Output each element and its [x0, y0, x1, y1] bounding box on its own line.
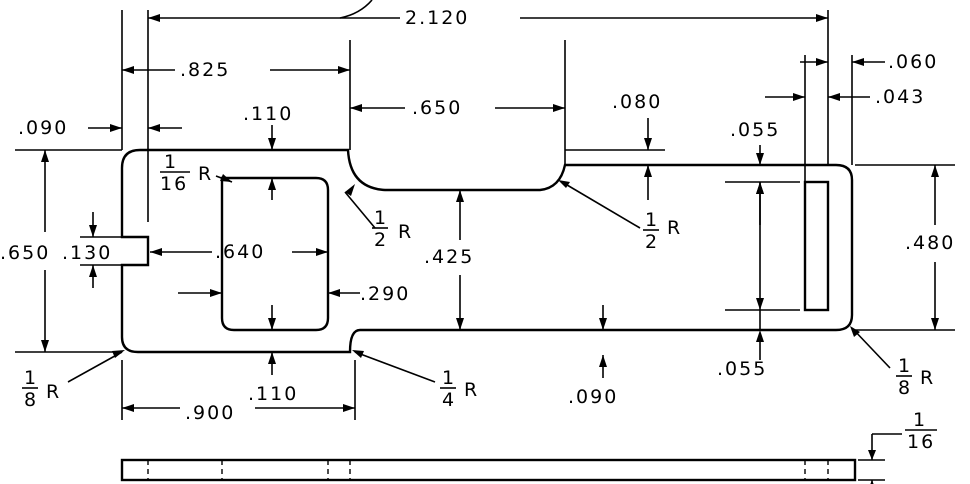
thickness-den: 16 [907, 431, 935, 453]
radius-callouts: 1 16 R 1 2 R 1 2 R 1 8 R 1 4 R [22, 151, 935, 411]
svg-text:R: R [198, 163, 213, 185]
svg-text:8: 8 [24, 389, 38, 411]
dim-bottom-length: .900 [185, 402, 235, 424]
dim-top-web: .110 [243, 103, 293, 125]
part-outline [120, 148, 854, 354]
radius-eighth-left: 1 8 R [22, 367, 61, 411]
dim-right-slot-margin: .055 [730, 119, 780, 141]
svg-text:R: R [464, 379, 479, 401]
radius-sixteenth: 1 16 R [160, 151, 213, 195]
dim-bottom-web: .110 [248, 383, 298, 405]
thickness-num: 1 [913, 409, 927, 431]
dimension-labels: 2.120 .825 .650 .090 .110 .080 .055 .060… [0, 7, 955, 424]
dim-right-edge-offset: .060 [888, 51, 938, 73]
pocket-outline [220, 176, 330, 332]
radius-quarter: 1 4 R [440, 367, 479, 411]
svg-text:R: R [46, 381, 61, 403]
dim-slot-depth: .080 [612, 91, 662, 113]
radius-half-right: 1 2 R [643, 209, 682, 253]
dim-tab-height: .130 [62, 242, 112, 264]
rect-slot [803, 180, 830, 312]
dim-right-height: .480 [905, 232, 955, 254]
svg-text:2: 2 [645, 231, 659, 253]
thickness-callout: 1 16 [905, 409, 937, 453]
svg-text:2: 2 [374, 229, 388, 251]
svg-text:1: 1 [374, 207, 388, 229]
dim-left-to-slot: .825 [180, 59, 230, 81]
dim-pocket-width: .640 [215, 241, 265, 263]
dimension-lines [41, 0, 939, 412]
svg-text:R: R [667, 217, 682, 239]
radius-half-left: 1 2 R [372, 207, 413, 251]
svg-text:8: 8 [898, 377, 912, 399]
dim-bottom-depth: .090 [568, 386, 618, 408]
radius-eighth-right: 1 8 R [896, 355, 935, 399]
svg-text:R: R [398, 221, 413, 243]
edge-view [120, 433, 902, 484]
svg-text:1: 1 [24, 367, 38, 389]
dim-left-wall: .090 [18, 117, 68, 139]
dim-slot-width: .650 [412, 97, 462, 119]
dim-overall-height: .650 [0, 242, 50, 264]
svg-text:R: R [920, 367, 935, 389]
radius-leaders [67, 174, 891, 383]
dim-rect-slot-width: .043 [875, 86, 925, 108]
dim-mid-height: .425 [424, 246, 474, 268]
svg-text:1: 1 [898, 355, 912, 377]
extension-lines [15, 10, 955, 420]
svg-text:1: 1 [442, 367, 456, 389]
dim-overall-length: 2.120 [405, 7, 469, 29]
svg-text:4: 4 [442, 389, 456, 411]
dim-bottom-margin: .055 [717, 358, 767, 380]
svg-text:16: 16 [160, 173, 188, 195]
dim-pocket-height: .290 [360, 283, 410, 305]
svg-text:1: 1 [645, 209, 659, 231]
svg-text:1: 1 [164, 151, 178, 173]
